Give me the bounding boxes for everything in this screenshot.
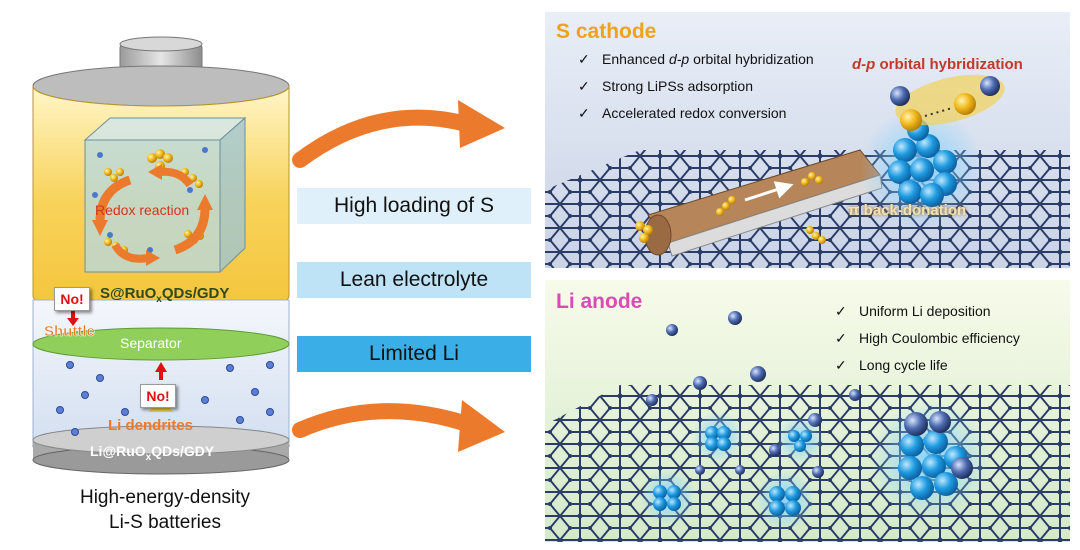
arrow-to-cathode xyxy=(292,100,505,168)
li-anode-item-1: ✓ Uniform Li deposition xyxy=(835,298,1020,325)
no-badge-shuttle: No! xyxy=(54,287,90,311)
no-badge-dendrites: No! xyxy=(140,384,176,408)
shuttle-label: Shuttle xyxy=(44,323,95,341)
anode-material-label: Li@RuOxQDs/GDY xyxy=(90,443,214,463)
cathode-label-main: S@RuO xyxy=(100,285,157,302)
check-icon: ✓ xyxy=(835,330,847,346)
battery xyxy=(32,36,290,475)
li-anode-panel xyxy=(545,280,1070,542)
anode-label-main: Li@RuO xyxy=(90,443,146,459)
li-anode-list: ✓ Uniform Li deposition ✓ High Coulombic e… xyxy=(835,298,1020,379)
ruox-cluster xyxy=(888,119,957,207)
li-anode-item-1-text: Uniform Li deposition xyxy=(859,303,991,319)
back-donation-label: π back-donation xyxy=(848,202,967,219)
s-cathode-item-3-text: Accelerated redox conversion xyxy=(602,105,787,121)
cathode-label-sub: x xyxy=(156,294,162,305)
feature-limited-li: Limited Li xyxy=(297,336,531,372)
li-anode-title: Li anode xyxy=(556,290,643,313)
s-cathode-item-1-em: d-p xyxy=(668,51,690,67)
s-cathode-item-2-text: Strong LiPSs adsorption xyxy=(602,78,753,94)
check-icon: ✓ xyxy=(578,51,590,67)
s-cathode-title: S cathode xyxy=(556,20,657,43)
check-icon: ✓ xyxy=(835,303,847,319)
orbital-label-rest: orbital hybridization xyxy=(875,56,1023,73)
check-icon: ✓ xyxy=(578,105,590,121)
li-anode-item-3: ✓ Long cycle life xyxy=(835,352,1020,379)
orbital-label-em: d-p xyxy=(852,56,876,73)
anode-label-sub: x xyxy=(145,451,152,463)
s-cathode-item-1: ✓ Enhanced d-p orbital hybridization xyxy=(578,46,814,73)
s-cathode-item-1-tail: orbital hybridization xyxy=(689,51,814,67)
battery-caption: High-energy-density Li-S batteries xyxy=(20,485,310,535)
check-icon: ✓ xyxy=(835,357,847,373)
anode-label-tail: QDs/GDY xyxy=(151,443,215,459)
s-cathode-item-3: ✓ Accelerated redox conversion xyxy=(578,100,814,127)
cathode-material-label: S@RuOxQDs/GDY xyxy=(100,285,229,305)
dendrites-label: Li dendrites xyxy=(108,417,194,434)
redox-reaction-label: Redox reaction xyxy=(95,202,190,218)
caption-line-1: High-energy-density xyxy=(79,487,251,508)
s-cathode-item-2: ✓ Strong LiPSs adsorption xyxy=(578,73,814,100)
check-icon: ✓ xyxy=(578,78,590,94)
separator-label: Separator xyxy=(120,335,182,351)
orbital-hybridization-label: d-p orbital hybridization xyxy=(852,56,1023,73)
s-cathode-list: ✓ Enhanced d-p orbital hybridization ✓ Str… xyxy=(578,46,814,127)
carbon-tube xyxy=(635,149,883,257)
cathode-label-tail: QDs/GDY xyxy=(161,285,230,302)
feature-lean-electrolyte: Lean electrolyte xyxy=(297,262,531,298)
separator-disc xyxy=(32,327,290,361)
li-anode-item-2: ✓ High Coulombic efficiency xyxy=(835,325,1020,352)
sulfur-host-cube xyxy=(83,116,247,274)
s-cathode-panel xyxy=(545,12,1070,268)
li-anode-item-3-text: Long cycle life xyxy=(859,357,948,373)
feature-high-loading: High loading of S xyxy=(297,188,531,224)
anode-cluster-small xyxy=(640,411,824,530)
arrow-to-anode xyxy=(292,400,505,452)
s-cathode-item-1-text: Enhanced xyxy=(602,51,669,67)
caption-line-2: Li-S batteries xyxy=(109,512,221,533)
li-anode-item-2-text: High Coulombic efficiency xyxy=(859,330,1020,346)
anode-cluster-large xyxy=(870,400,990,520)
